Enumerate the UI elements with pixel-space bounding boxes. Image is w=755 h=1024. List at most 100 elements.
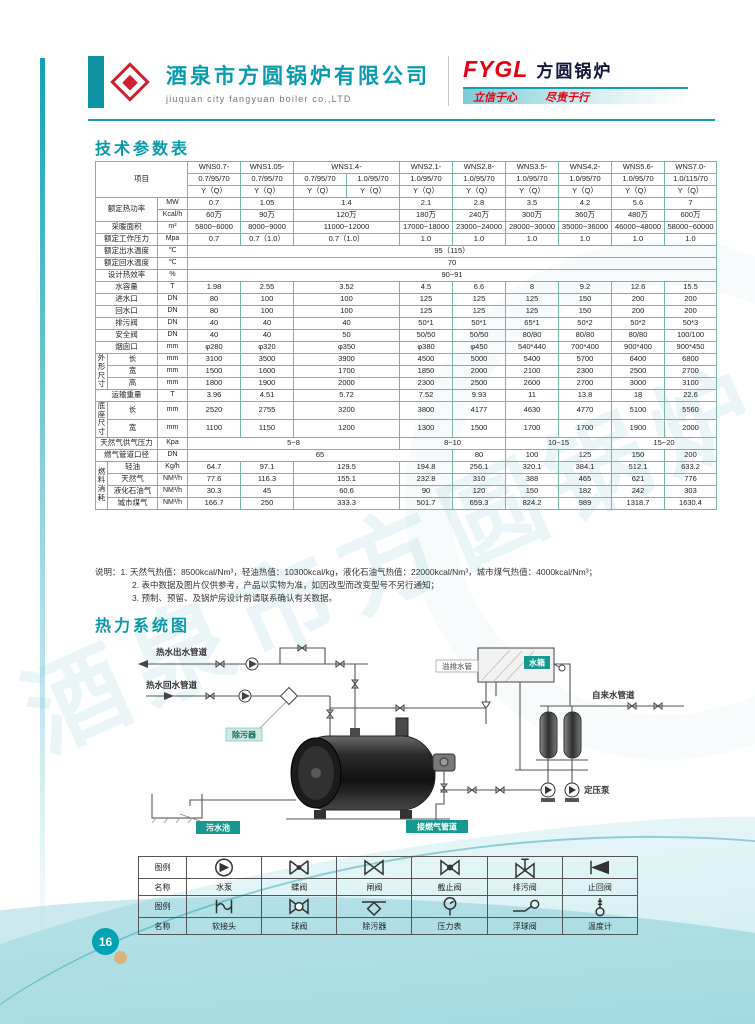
corner-cell: 项目 — [95, 161, 188, 198]
value-cell: 2500 — [452, 377, 507, 390]
row-unit: % — [157, 269, 188, 282]
value-cell: φ350 — [292, 341, 401, 354]
params-table: 项目 WNS0.7-WNS1.05-WNS1.4-WNS2.1-WNS2.8-W… — [95, 161, 718, 510]
value-cell: 100 — [292, 305, 401, 318]
legend-name-cell: 除污器 — [336, 917, 413, 935]
value-cell: 256.1 — [452, 460, 507, 474]
value-cell: 303 — [664, 484, 718, 498]
value-cell: 80/80 — [611, 329, 666, 342]
value-cell: 9.93 — [452, 389, 507, 402]
legend-symbol-cell — [411, 895, 488, 918]
blowdown-valve-icon — [514, 858, 535, 878]
value-cell: 2.55 — [240, 281, 294, 294]
value-cell: 30.3 — [187, 484, 241, 498]
value-cell: 116.3 — [240, 472, 294, 486]
row-label: 额定出水温度 — [95, 245, 158, 258]
value-cell: 4177 — [452, 401, 507, 420]
value-cell: 2700 — [664, 365, 718, 378]
diagram-section-title: 热力系统图 — [95, 618, 191, 635]
value-cell: 80 — [452, 448, 507, 462]
value-cell: 46000~48000 — [611, 221, 666, 234]
value-cell: 4.5 — [399, 281, 454, 294]
row-label: 安全阀 — [95, 329, 158, 342]
row-label: 水容量 — [95, 281, 158, 294]
value-cell: 3100 — [187, 353, 241, 366]
fuel-type-header: Y（Q） — [505, 185, 560, 198]
value-cell: 900*450 — [664, 341, 718, 354]
value-cell: 1150 — [240, 418, 294, 438]
water-tank-badge — [524, 656, 550, 669]
legend-name-row: 名称水泵蝶阀闸阀截止阀排污阀止回阀 — [138, 878, 639, 896]
value-cell: 5560 — [664, 401, 718, 420]
value-cell: 166.7 — [187, 496, 241, 510]
outlet-pipe-label: 热水出水管道 — [156, 647, 208, 657]
value-cell: 200 — [664, 293, 718, 306]
model-header: WNS1.4- — [292, 161, 401, 174]
value-cell: 7.52 — [399, 389, 454, 402]
row-unit: mm — [157, 418, 188, 438]
model-header: WNS7.0- — [664, 161, 718, 174]
row-unit: T — [157, 389, 188, 402]
thermal-system-diagram: 热水出水管道 热水回水管道 除污器 接燃气管道 — [138, 644, 684, 834]
spec-header: 1.0/115/70 — [664, 173, 718, 186]
row-group-label: 外形尺寸 — [95, 353, 108, 390]
value-cell: 2600 — [505, 377, 560, 390]
note-line-2: 2. 表中数据及图片仅供参考，产品以实物为准，如因改型而改变型号不另行通知； — [132, 580, 439, 591]
value-cell: 129.5 — [292, 460, 401, 474]
value-cell: 1300 — [399, 418, 454, 438]
legend-name-cell: 闸阀 — [336, 878, 413, 896]
value-cell: 23000~24000 — [452, 221, 507, 234]
value-cell: 0.7 — [187, 197, 241, 210]
row-label: 轻油 — [107, 460, 158, 474]
value-cell: 384.1 — [558, 460, 613, 474]
yq-row: Y（Q）Y（Q）Y（Q）Y（Q）Y（Q）Y（Q）Y（Q）Y（Q）Y（Q）Y（Q） — [96, 185, 718, 198]
value-cell: 5~8 — [186, 436, 401, 450]
value-cell: 1850 — [399, 365, 454, 378]
legend-name-cell: 压力表 — [411, 917, 488, 935]
pressure-gauge-icon — [443, 897, 456, 916]
row-unit: ℃ — [157, 245, 188, 258]
return-arrow — [164, 692, 174, 700]
slogan-band: 立信于心尽责于行 — [463, 87, 688, 104]
table-row: 设计热效率%90~91 — [95, 269, 718, 282]
value-cell: φ280 — [187, 341, 241, 354]
value-cell: 1100 — [187, 418, 241, 438]
value-cell: 659.3 — [452, 496, 507, 510]
value-cell: 35000~36000 — [558, 221, 613, 234]
value-cell: 3.52 — [292, 281, 401, 294]
value-cell: 40 — [187, 329, 241, 342]
return-pump-symbol — [238, 689, 252, 703]
header-rule — [88, 119, 715, 121]
value-cell: 13.8 — [558, 389, 613, 402]
row-unit: NM³/h — [157, 472, 188, 486]
row-unit: mm — [157, 353, 188, 366]
float-valve-symbol — [558, 664, 566, 672]
legend-symbol-cell — [561, 856, 639, 879]
params-section-title: 技术参数表 — [95, 141, 191, 158]
value-cell: 4630 — [505, 401, 560, 420]
value-cell: 2.8 — [452, 197, 507, 210]
value-cell: 900*400 — [611, 341, 666, 354]
value-cell: 50*2 — [558, 317, 613, 330]
value-cell: 388 — [505, 472, 560, 486]
legend-symbol-cell — [336, 895, 413, 918]
pressure-pump-label: 定压泵 — [583, 785, 610, 795]
value-cell: 70 — [186, 257, 718, 270]
brand-abbr: FYGL — [463, 56, 529, 82]
row-label: 额定回水温度 — [95, 257, 158, 270]
value-cell: 2.1 — [399, 197, 454, 210]
value-cell: 1700 — [292, 365, 401, 378]
row-unit: ℃ — [157, 257, 188, 270]
value-cell: 50/50 — [452, 329, 507, 342]
row-label: 宽 — [107, 418, 158, 438]
value-cell: 1900 — [240, 377, 294, 390]
value-cell: 2000 — [664, 418, 718, 438]
value-cell: 5.6 — [611, 197, 666, 210]
header-divider — [448, 56, 449, 106]
row-unit: DN — [157, 448, 188, 462]
